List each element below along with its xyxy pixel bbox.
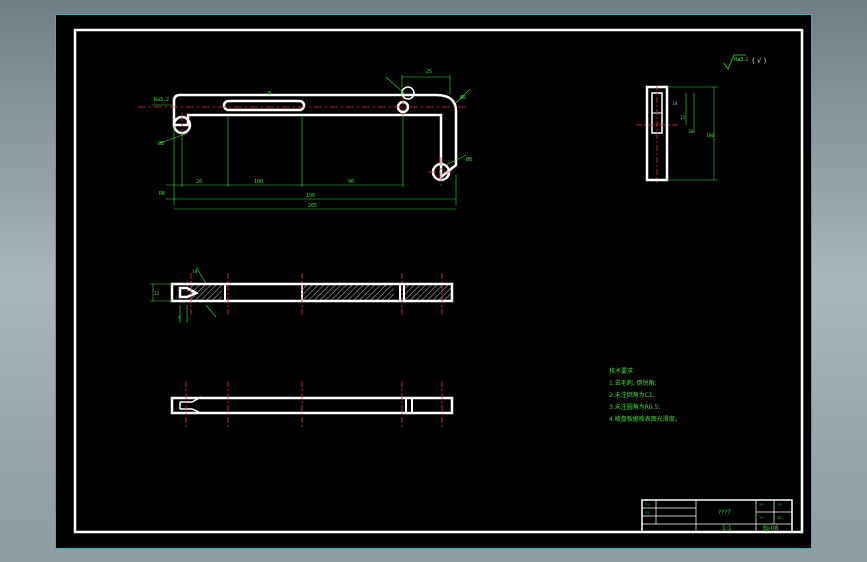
tech-req-title: 技术要求 — [609, 367, 633, 375]
side-dim-1: 10 — [672, 101, 678, 107]
dim-hole-left: Ø8 — [158, 140, 164, 147]
side-dim-2: 30 — [688, 129, 694, 135]
svg-text:??: ?? — [645, 510, 650, 515]
side-view: 10 15 30 100 — [636, 85, 718, 183]
tech-req-item-4: 4.棱盘板据棱表面光滑度。 — [609, 415, 681, 423]
section-dim-height: 12 — [154, 291, 160, 297]
tech-requirements: 技术要求 1.去毛刺, 倒锐角; 2.未注倒角为C1; 3.未注圆角为R0.5;… — [609, 367, 681, 423]
front-view — [172, 86, 458, 182]
svg-text:??: ?? — [645, 502, 650, 507]
dim-seg2: 100 — [254, 179, 263, 185]
front-view-dimensions — [152, 75, 471, 210]
title-block: ?? ?? ?? ?? ?? 12 ???? 1:1 BJ-08 — [641, 499, 793, 533]
tech-req-item-3: 3.未注圆角为R0.5; — [609, 403, 660, 411]
front-view-dimension-text: Ra3.2 20 100 90 190 265 R8 25 8 Ø8 Ø8 Ø6 — [154, 69, 472, 209]
surface-finish-other: ( √ ) — [752, 57, 767, 65]
front-view-centerlines — [138, 97, 466, 187]
section-view: 12 4 10 — [150, 266, 454, 323]
surface-finish-label: Ra3.2 — [734, 57, 748, 63]
bottom-view — [170, 381, 454, 429]
side-dim-total: 100 — [706, 133, 714, 139]
slot — [222, 99, 306, 112]
arm-outline — [172, 93, 458, 180]
dim-top-offset: 25 — [426, 69, 432, 75]
part-number: BJ-08 — [763, 525, 779, 532]
tech-req-item-1: 1.去毛刺, 倒锐角; — [609, 379, 657, 387]
dim-overall: 265 — [308, 203, 317, 209]
dim-slot-width: 8 — [268, 91, 271, 97]
side-dim-3: 15 — [680, 115, 686, 121]
dim-seg3: 90 — [348, 179, 354, 185]
svg-text:??: ?? — [777, 502, 782, 507]
sheet-border — [73, 28, 804, 534]
dim-hole-right: Ø8 — [466, 156, 472, 163]
svg-text:??: ?? — [759, 515, 764, 520]
tech-req-item-2: 2.未注倒角为C1; — [609, 391, 655, 399]
section-dim-width: 10 — [192, 269, 198, 275]
svg-text:12: 12 — [777, 515, 782, 520]
section-dim-small: 4 — [178, 315, 181, 321]
drawing-name: ???? — [718, 509, 731, 516]
svg-text:??: ?? — [759, 502, 764, 507]
dim-edge: R8 — [159, 191, 165, 197]
cad-viewport[interactable]: Ra3.2 20 100 90 190 265 R8 25 8 Ø8 Ø8 Ø6… — [55, 14, 812, 549]
dim-hole-top: Ø6 — [460, 94, 466, 101]
dim-seg1: 20 — [196, 179, 202, 185]
drawing-scale: 1:1 — [722, 525, 732, 532]
surface-left-label: Ra3.2 — [154, 97, 169, 103]
dim-mid: 190 — [306, 193, 315, 199]
surface-finish-symbol: Ra3.2 ( √ ) — [723, 54, 767, 70]
cad-drawing-canvas: Ra3.2 20 100 90 190 265 R8 25 8 Ø8 Ø8 Ø6… — [73, 28, 804, 534]
